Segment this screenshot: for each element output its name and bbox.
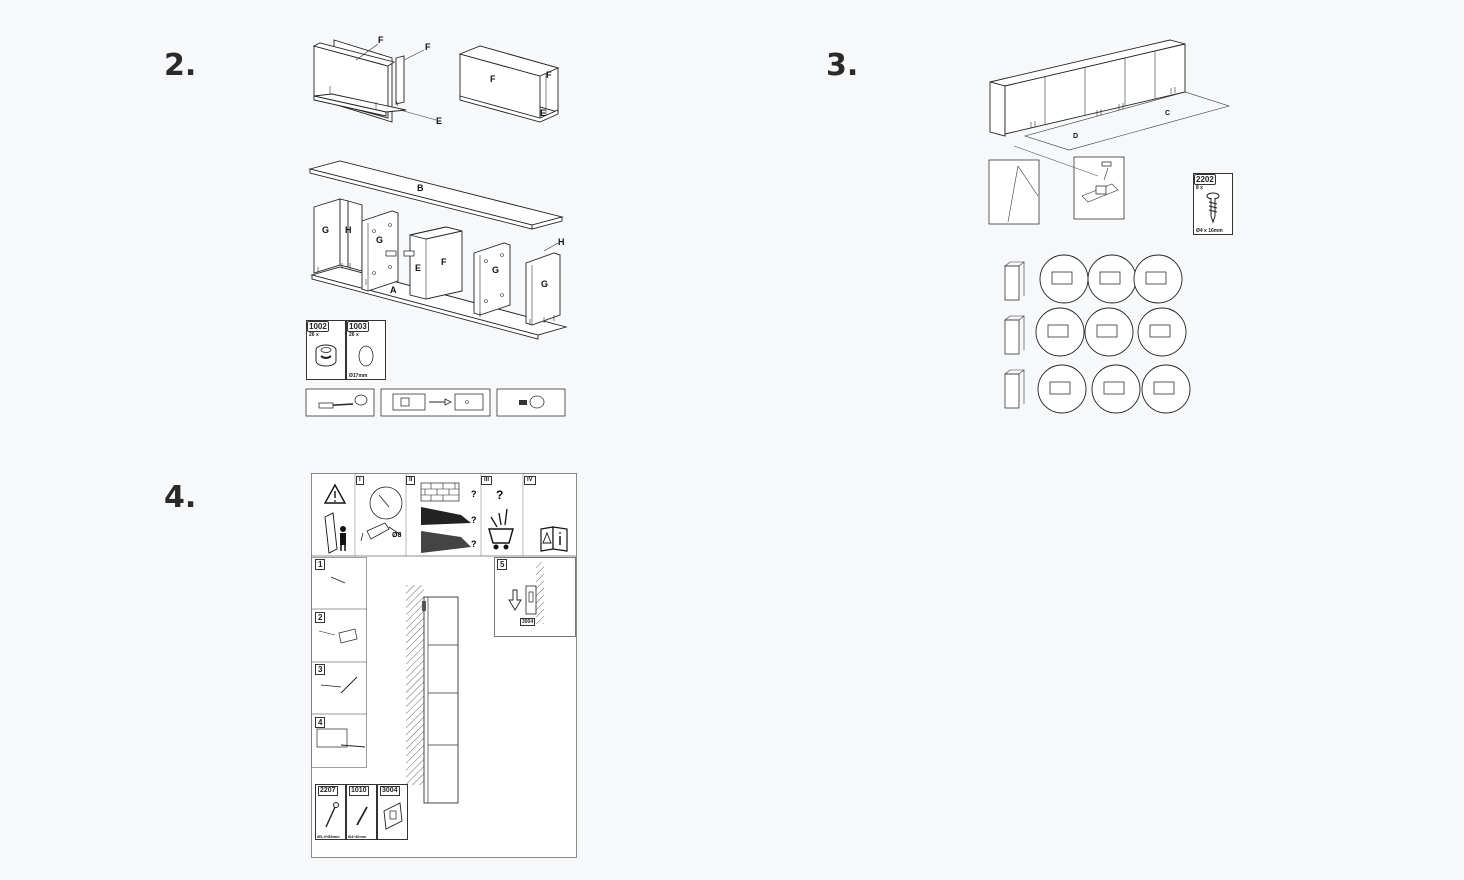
step-4-substep-1: 1 xyxy=(315,559,326,570)
question-mark-1: ? xyxy=(471,489,477,499)
step-4-part-1010: 1010 Ø4*40mm xyxy=(346,784,377,840)
step-2-part-1003: 1003 26 x Ø17mm xyxy=(346,320,386,380)
screw-icon xyxy=(1206,192,1220,224)
drill-icon xyxy=(360,486,403,542)
step-4-hw-3004-tag: 3004 xyxy=(520,618,536,626)
label-g-1: G xyxy=(322,225,329,235)
part-1002-code: 1002 xyxy=(307,321,329,332)
step-4-tab-IV: IV xyxy=(524,476,536,485)
step-4-header-row: Ø8 ? ? ? ? xyxy=(311,473,576,557)
step-2-tool-steps xyxy=(305,388,566,417)
part-1010-code: 1010 xyxy=(349,786,369,796)
step-4-tab-II: II xyxy=(406,476,416,485)
arrow-down-icon xyxy=(508,589,522,611)
label-b: B xyxy=(417,183,424,193)
step-4-substep-3: 3 xyxy=(315,664,326,675)
label-f-3: F xyxy=(490,74,496,84)
part-2202-code: 2202 xyxy=(1194,174,1216,185)
label-e-2: E xyxy=(540,108,546,118)
step-4-substep-4: 4 xyxy=(315,717,326,728)
dowel-icon-1010 xyxy=(356,806,368,826)
cover-cap-icon xyxy=(358,345,374,367)
step-2-number: 2. xyxy=(164,48,197,83)
part-1010-size: Ø4*40mm xyxy=(348,834,367,839)
part-3004-code: 3004 xyxy=(380,786,400,796)
warning-icon xyxy=(323,483,347,504)
label-f-1: F xyxy=(378,35,384,45)
part-1002-qty: 26 x xyxy=(309,332,319,338)
step-2-part-1002: 1002 26 x xyxy=(306,320,346,380)
step-4-part-2207: 2207 Ø5,4*Ø8mm xyxy=(315,784,346,840)
question-mark-3: ? xyxy=(471,539,477,549)
label-d: D xyxy=(1073,133,1078,140)
hanging-bracket-illustration xyxy=(508,562,544,624)
question-mark-cart: ? xyxy=(496,488,503,502)
step-4-number: 4. xyxy=(164,480,197,515)
label-h-2: H xyxy=(558,237,565,247)
step-3-hinge-details xyxy=(988,145,1125,225)
label-g-3: G xyxy=(492,265,499,275)
part-1003-size: Ø17mm xyxy=(349,373,368,379)
manual-book-icon xyxy=(540,526,568,552)
part-2202-size: Ø4 x 16mm xyxy=(1196,228,1223,234)
step-4-wall-mounted-cabinet xyxy=(406,585,459,804)
bracket-icon-3004 xyxy=(383,802,403,830)
label-c: C xyxy=(1165,110,1170,117)
label-a: A xyxy=(390,285,397,295)
step-3-hinge-adjustment-grid xyxy=(1004,254,1191,414)
drill-size-label: Ø8 xyxy=(392,532,401,539)
cam-lock-icon xyxy=(315,344,337,367)
step-2-cabinet-exploded: B A G H G E F G G H xyxy=(308,160,568,340)
part-2207-size: Ø5,4*Ø8mm xyxy=(317,834,340,839)
step-4-part-3004: 3004 xyxy=(377,784,408,840)
part-1003-code: 1003 xyxy=(347,321,369,332)
step-3-cabinet-illustration: D C xyxy=(989,39,1231,151)
label-g-2: G xyxy=(376,235,383,245)
step-4-substep-2: 2 xyxy=(315,612,326,623)
label-h-1: H xyxy=(345,225,352,235)
part-2202-qty: 8 x xyxy=(1196,185,1203,191)
person-holding-mirror-icon xyxy=(324,512,346,554)
step-4-substep-5: 5 xyxy=(497,559,508,570)
wall-types-icon xyxy=(420,482,471,553)
label-g-4: G xyxy=(541,279,548,289)
label-f-2: F xyxy=(425,42,431,52)
label-f-4: F xyxy=(546,70,552,80)
label-f-main: F xyxy=(441,257,447,267)
step-3-number: 3. xyxy=(826,48,859,83)
step-3-part-2202: 2202 8 x Ø4 x 16mm xyxy=(1193,173,1233,235)
step-2-drawer-illustration: F F E F F E xyxy=(312,35,560,126)
step-4-tab-III: III xyxy=(481,476,493,485)
label-e-1: E xyxy=(436,116,442,126)
label-e-main: E xyxy=(415,263,421,273)
screw-icon-2207 xyxy=(325,802,339,828)
part-1003-qty: 26 x xyxy=(349,332,359,338)
question-mark-2: ? xyxy=(471,515,477,525)
step-4-tab-I: I xyxy=(356,476,364,485)
shopping-cart-icon xyxy=(488,508,514,550)
step-4-substeps xyxy=(311,557,367,768)
part-2207-code: 2207 xyxy=(318,786,338,796)
